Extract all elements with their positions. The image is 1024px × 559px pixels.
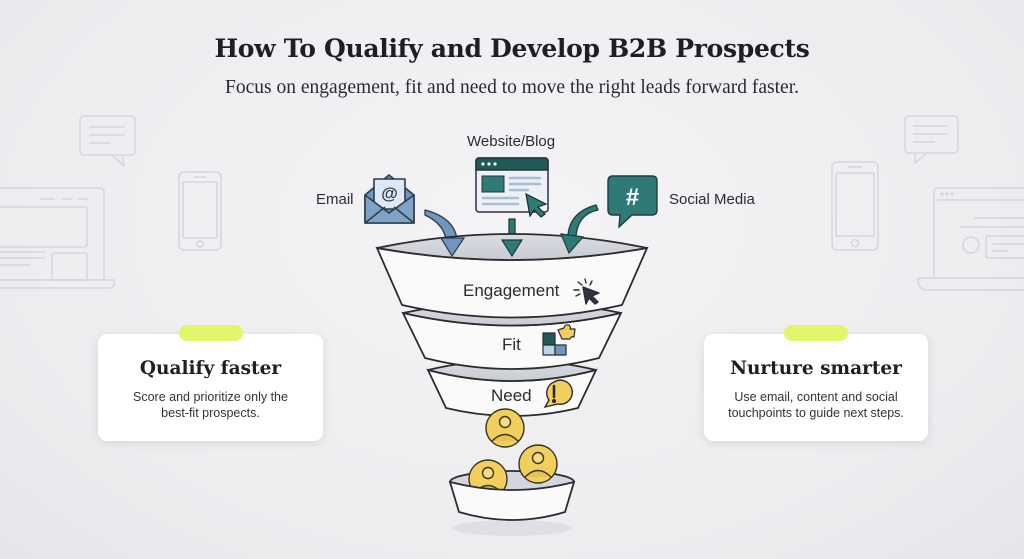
browser-window-icon bbox=[475, 157, 549, 218]
source-label-social: Social Media bbox=[669, 191, 755, 208]
chat-bubble-outline-icon bbox=[904, 115, 959, 164]
card-title: Qualify faster bbox=[139, 358, 282, 379]
laptop-outline-icon bbox=[917, 187, 1024, 291]
svg-text:#: # bbox=[626, 184, 639, 211]
card-description: Use email, content and social touchpoint… bbox=[728, 390, 904, 420]
page-title: How To Qualify and Develop B2B Prospects bbox=[214, 34, 810, 63]
highlight-tab bbox=[178, 325, 243, 341]
envelope-at-icon: @ bbox=[364, 174, 415, 224]
stage-label-fit: Fit bbox=[502, 335, 521, 354]
card-title: Nurture smarter bbox=[730, 358, 902, 379]
click-cursor-icon bbox=[573, 278, 600, 305]
source-label-email: Email bbox=[316, 191, 354, 208]
stage-label-engagement: Engagement bbox=[463, 281, 560, 300]
card-qualify-faster: Qualify faster Score and prioritize only… bbox=[98, 325, 323, 441]
phone-outline-icon bbox=[831, 161, 879, 251]
prospect-avatar-icon bbox=[485, 408, 525, 448]
highlight-tab bbox=[784, 325, 848, 341]
svg-text:@: @ bbox=[381, 184, 398, 203]
prospect-avatar-icon bbox=[518, 444, 558, 484]
stage-label-need: Need bbox=[491, 386, 532, 405]
card-description: Score and prioritize only the best-fit p… bbox=[133, 390, 288, 420]
card-nurture-smarter: Nurture smarter Use email, content and s… bbox=[704, 325, 928, 441]
phone-outline-icon bbox=[178, 171, 222, 251]
puzzle-icon bbox=[542, 324, 576, 356]
page-subtitle: Focus on engagement, fit and need to mov… bbox=[225, 77, 799, 98]
alert-bubble-icon bbox=[543, 379, 573, 409]
hashtag-chat-icon: # bbox=[607, 175, 658, 229]
source-label-website: Website/Blog bbox=[467, 133, 556, 150]
chat-bubble-outline-icon bbox=[79, 115, 136, 167]
laptop-outline-icon bbox=[0, 187, 116, 289]
